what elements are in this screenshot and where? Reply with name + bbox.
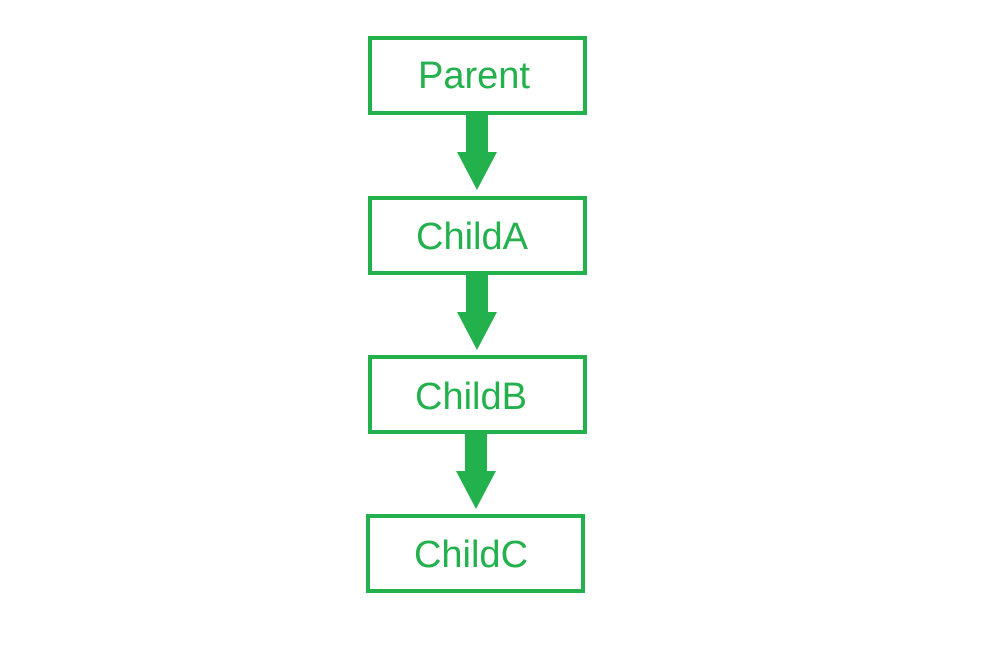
arrow-childa-to-childb <box>457 274 497 350</box>
node-childa: ChildA <box>368 196 587 275</box>
node-childa-label: ChildA <box>416 216 529 258</box>
arrow-parent-to-childa <box>457 114 497 190</box>
node-parent-box <box>368 36 587 115</box>
node-parent: Parent <box>368 36 587 115</box>
node-childb-box <box>368 355 587 434</box>
node-childa-box <box>368 196 587 275</box>
node-childc-box <box>366 514 585 593</box>
node-childc-label: ChildC <box>414 534 528 576</box>
arrow-childb-to-childc <box>456 433 496 509</box>
node-childb-label: ChildB <box>415 376 527 418</box>
node-childb: ChildB <box>368 355 587 434</box>
node-parent-label: Parent <box>418 55 530 97</box>
node-childc: ChildC <box>366 514 585 593</box>
